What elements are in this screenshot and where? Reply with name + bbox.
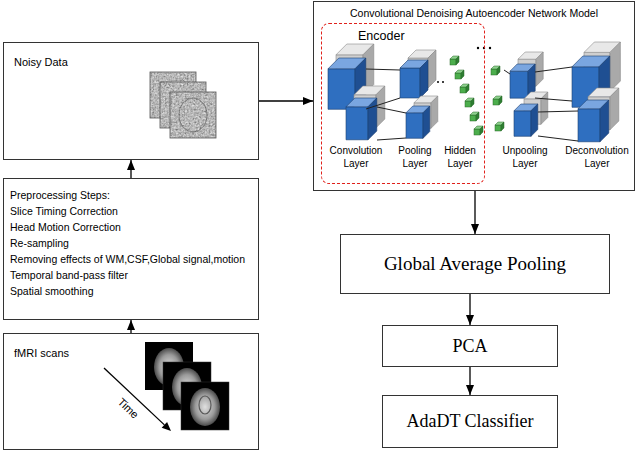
layer-label: Unpooling Layer bbox=[497, 144, 553, 170]
layer-label: Convolution Layer bbox=[323, 144, 389, 170]
box-item: Spatial smoothing bbox=[10, 283, 93, 299]
box-title: AdaDT Classifier bbox=[406, 411, 533, 432]
flow-arrow bbox=[469, 294, 470, 325]
flow-arrow bbox=[130, 320, 131, 333]
hidden-unit bbox=[491, 66, 500, 75]
layer-label: Pooling Layer bbox=[392, 144, 438, 170]
hidden-unit bbox=[465, 98, 474, 107]
process-box: PCA bbox=[382, 325, 558, 367]
brain-slice bbox=[190, 388, 220, 426]
brain-slices bbox=[145, 342, 229, 430]
brain-outline bbox=[179, 98, 207, 132]
box-title: PCA bbox=[452, 336, 487, 357]
flow-arrow bbox=[469, 367, 470, 395]
layer-link bbox=[538, 136, 578, 141]
layer-link bbox=[504, 70, 510, 74]
flow-arrow bbox=[130, 160, 131, 178]
process-box: Preprocessing Steps:Slice Timing Correct… bbox=[3, 178, 259, 320]
layer-link bbox=[366, 98, 400, 109]
layer-link bbox=[535, 98, 572, 101]
box-item: Head Motion Correction bbox=[10, 219, 121, 235]
layer-label: Deconvolution Layer bbox=[560, 144, 634, 170]
network-layers bbox=[328, 42, 620, 142]
hidden-unit bbox=[474, 126, 483, 135]
axis-label: Time bbox=[109, 390, 147, 427]
hidden-unit bbox=[493, 96, 502, 105]
box-item: Removing effects of WM,CSF,Global signal… bbox=[10, 251, 245, 267]
image-border bbox=[170, 92, 216, 138]
noisy-images bbox=[150, 72, 216, 138]
box-item: Temporal band-pass filter bbox=[10, 267, 128, 283]
noisy-image bbox=[170, 92, 216, 138]
hidden-unit bbox=[460, 84, 469, 93]
slice-frame bbox=[181, 382, 229, 430]
layer-link bbox=[377, 107, 406, 113]
box-title: Global Average Pooling bbox=[384, 253, 566, 275]
data-box: Noisy Data bbox=[3, 42, 259, 160]
flow-arrow bbox=[474, 191, 475, 234]
time-arrowhead bbox=[162, 422, 171, 431]
feature-map bbox=[578, 100, 609, 142]
feature-map bbox=[346, 98, 377, 140]
layer-link bbox=[366, 69, 400, 70]
box-title: Convolutional Denoising Autoencoder Netw… bbox=[350, 6, 598, 20]
hidden-unit bbox=[455, 70, 464, 79]
box-title: Preprocessing Steps: bbox=[10, 187, 110, 203]
brain-detail bbox=[199, 396, 211, 414]
flow-arrow bbox=[259, 100, 313, 101]
process-box: Global Average Pooling bbox=[340, 234, 610, 294]
hidden-unit bbox=[450, 56, 459, 65]
feature-map bbox=[514, 104, 538, 136]
feature-map bbox=[400, 60, 428, 98]
layer-link bbox=[538, 111, 578, 112]
box-title: fMRI scans bbox=[14, 346, 69, 360]
ellipsis-dot bbox=[437, 81, 439, 83]
ellipsis-dot bbox=[477, 47, 479, 49]
feature-map bbox=[406, 106, 430, 138]
hidden-unit bbox=[470, 112, 479, 121]
layer-label: Hidden Layer bbox=[438, 144, 482, 170]
layer-link bbox=[377, 138, 406, 140]
hidden-unit bbox=[495, 122, 504, 131]
box-title: Encoder bbox=[358, 28, 405, 44]
ellipsis-dot bbox=[489, 47, 491, 49]
box-item: Slice Timing Correction bbox=[10, 203, 118, 219]
ellipsis-dot bbox=[442, 81, 444, 83]
layer-link bbox=[535, 67, 572, 72]
process-box: AdaDT Classifier bbox=[382, 395, 558, 448]
box-item: Re-sampling bbox=[10, 235, 69, 251]
input-box: fMRI scans bbox=[3, 333, 259, 450]
box-title: Noisy Data bbox=[14, 55, 68, 69]
